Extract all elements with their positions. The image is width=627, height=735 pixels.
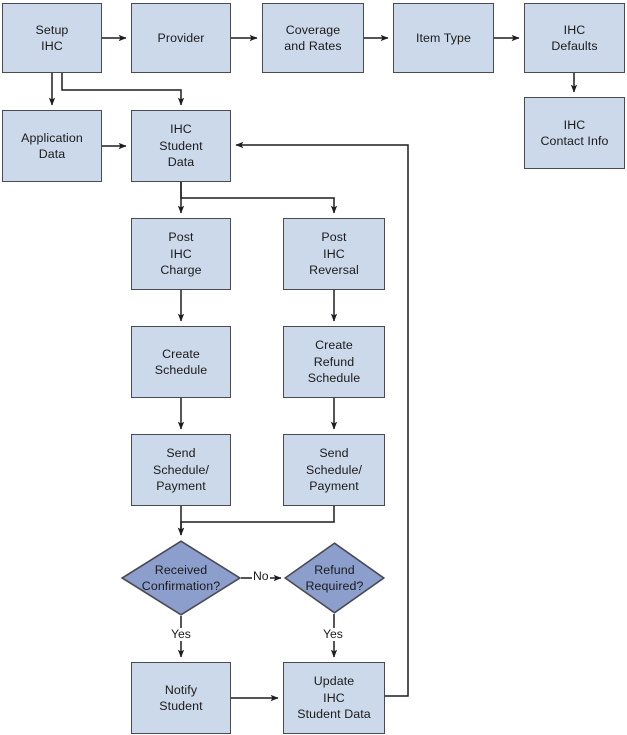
node-ihc-contact-info[interactable]: IHC Contact Info (524, 97, 625, 169)
node-send-schedule-payment-left[interactable]: Send Schedule/ Payment (131, 434, 231, 506)
node-create-schedule[interactable]: Create Schedule (131, 326, 231, 398)
edge-update-to-ihcstudent-feedback (235, 141, 409, 697)
edge-label-yes-left: Yes (170, 627, 192, 641)
node-item-type[interactable]: Item Type (393, 3, 494, 73)
node-setup-ihc[interactable]: Setup IHC (2, 3, 102, 73)
node-ihc-student-data[interactable]: IHC Student Data (131, 110, 231, 182)
edge-ihcstudent-to-postreversal (180, 182, 338, 214)
node-label-received-confirmation: Received Confirmation? (141, 562, 221, 594)
node-post-ihc-charge[interactable]: Post IHC Charge (131, 218, 231, 290)
diamond-shape-refund-required (284, 542, 385, 614)
node-post-ihc-reversal[interactable]: Post IHC Reversal (283, 218, 385, 290)
node-label-refund-required: Refund Required? (305, 562, 364, 594)
node-application-data[interactable]: Application Data (2, 110, 102, 182)
node-provider[interactable]: Provider (131, 3, 231, 73)
node-update-ihc-student-data[interactable]: Update IHC Student Data (283, 662, 385, 734)
node-create-refund-schedule[interactable]: Create Refund Schedule (283, 326, 385, 398)
edge-setup-to-ihcstudent (61, 73, 185, 106)
edge-label-yes-right: Yes (322, 627, 344, 641)
node-notify-student[interactable]: Notify Student (131, 662, 231, 734)
edge-label-no: No (252, 569, 270, 583)
diamond-shape-received-confirmation (121, 540, 241, 616)
node-received-confirmation[interactable]: Received Confirmation? (121, 540, 241, 616)
node-send-schedule-payment-right[interactable]: Send Schedule/ Payment (283, 434, 385, 506)
edge-sendpaymentright-to-received (177, 506, 335, 536)
node-coverage-and-rates[interactable]: Coverage and Rates (262, 3, 364, 73)
node-ihc-defaults[interactable]: IHC Defaults (524, 3, 625, 73)
node-refund-required[interactable]: Refund Required? (284, 542, 385, 614)
